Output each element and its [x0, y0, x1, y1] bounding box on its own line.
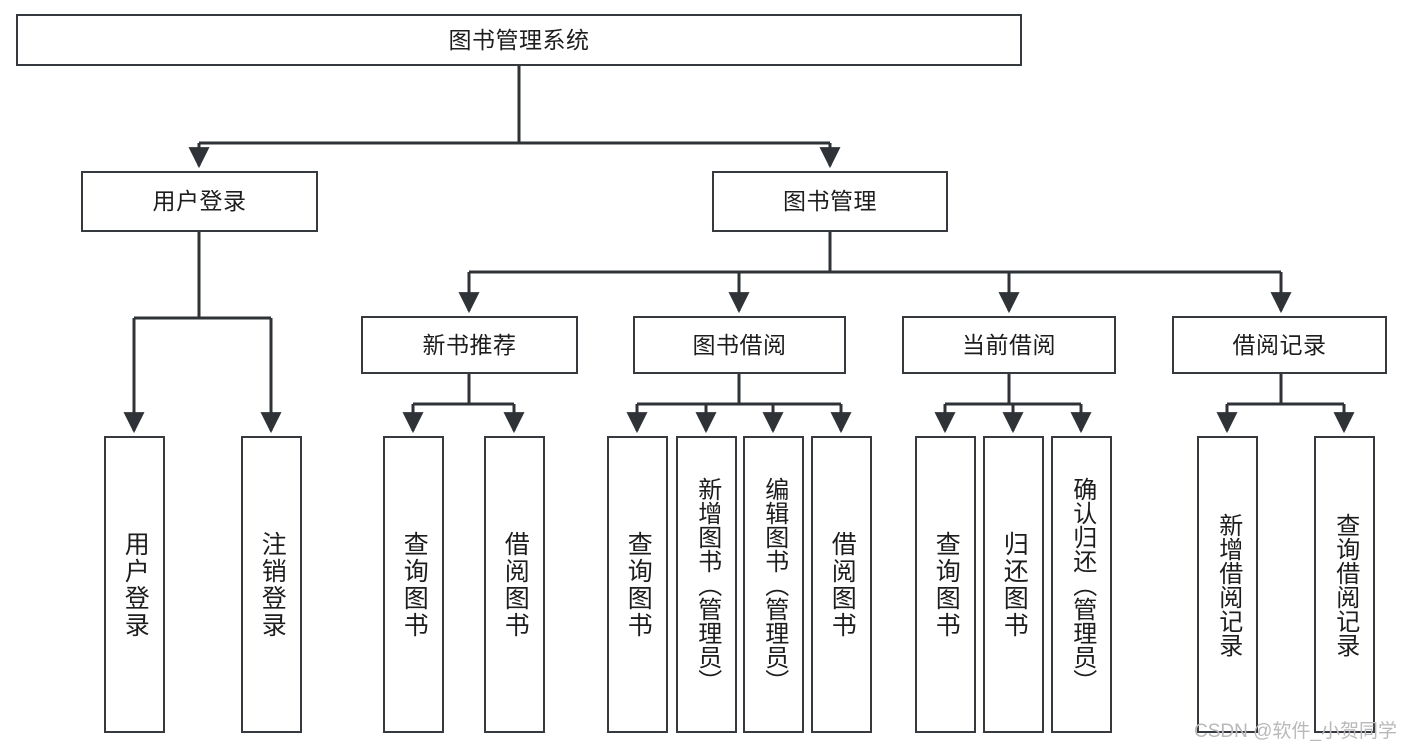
watermark-text: CSDN @软件_小贺同学 — [1194, 721, 1397, 742]
leaf-borrow-query-book[interactable]: 查询图书 — [607, 436, 668, 733]
node-borrow-records-label: 借阅记录 — [1232, 331, 1327, 358]
leaf-borrow-borrow-book-label: 借阅图书 — [828, 530, 857, 639]
leaf-recommend-borrow-book[interactable]: 借阅图书 — [484, 436, 545, 733]
leaf-borrow-add-book[interactable]: 新增图书（管理员） — [676, 436, 737, 733]
leaf-recommend-query-book[interactable]: 查询图书 — [383, 436, 444, 733]
leaf-user-login-signout-label: 注销登录 — [258, 530, 287, 639]
node-new-book-recommend[interactable]: 新书推荐 — [361, 316, 578, 374]
node-book-borrow-label: 图书借阅 — [692, 331, 787, 358]
leaf-borrow-borrow-book[interactable]: 借阅图书 — [811, 436, 872, 733]
leaf-records-add-record[interactable]: 新增借阅记录 — [1197, 436, 1258, 733]
leaf-borrow-edit-book[interactable]: 编辑图书（管理员） — [743, 436, 804, 733]
node-root-label: 图书管理系统 — [448, 26, 590, 53]
node-book-management[interactable]: 图书管理 — [712, 171, 948, 232]
leaf-recommend-borrow-book-label: 借阅图书 — [501, 530, 530, 639]
leaf-records-add-record-label: 新增借阅记录 — [1214, 512, 1242, 657]
leaf-current-return-book-label: 归还图书 — [1000, 530, 1029, 639]
leaf-records-query-record[interactable]: 查询借阅记录 — [1314, 436, 1375, 733]
leaf-borrow-edit-book-label: 编辑图书（管理员） — [760, 476, 788, 693]
leaf-records-query-record-label: 查询借阅记录 — [1331, 512, 1359, 657]
leaf-user-login-signin-label: 用户登录 — [121, 530, 150, 639]
leaf-user-login-signout[interactable]: 注销登录 — [241, 436, 302, 733]
node-current-borrow-label: 当前借阅 — [962, 331, 1056, 358]
node-book-management-label: 图书管理 — [783, 188, 877, 215]
node-user-login[interactable]: 用户登录 — [81, 171, 318, 232]
leaf-recommend-query-book-label: 查询图书 — [400, 530, 429, 639]
leaf-current-query-book-label: 查询图书 — [932, 530, 961, 639]
node-borrow-records[interactable]: 借阅记录 — [1172, 316, 1387, 374]
leaf-current-return-book[interactable]: 归还图书 — [983, 436, 1044, 733]
leaf-current-query-book[interactable]: 查询图书 — [915, 436, 976, 733]
leaf-current-confirm-return-label: 确认归还（管理员） — [1068, 476, 1096, 693]
leaf-user-login-signin[interactable]: 用户登录 — [104, 436, 165, 733]
leaf-borrow-query-book-label: 查询图书 — [624, 530, 653, 639]
leaf-current-confirm-return[interactable]: 确认归还（管理员） — [1051, 436, 1112, 733]
node-root[interactable]: 图书管理系统 — [16, 14, 1022, 66]
leaf-borrow-add-book-label: 新增图书（管理员） — [693, 476, 721, 693]
node-current-borrow[interactable]: 当前借阅 — [902, 316, 1116, 374]
node-new-book-recommend-label: 新书推荐 — [422, 331, 517, 358]
node-user-login-label: 用户登录 — [152, 188, 247, 215]
node-book-borrow[interactable]: 图书借阅 — [633, 316, 846, 374]
